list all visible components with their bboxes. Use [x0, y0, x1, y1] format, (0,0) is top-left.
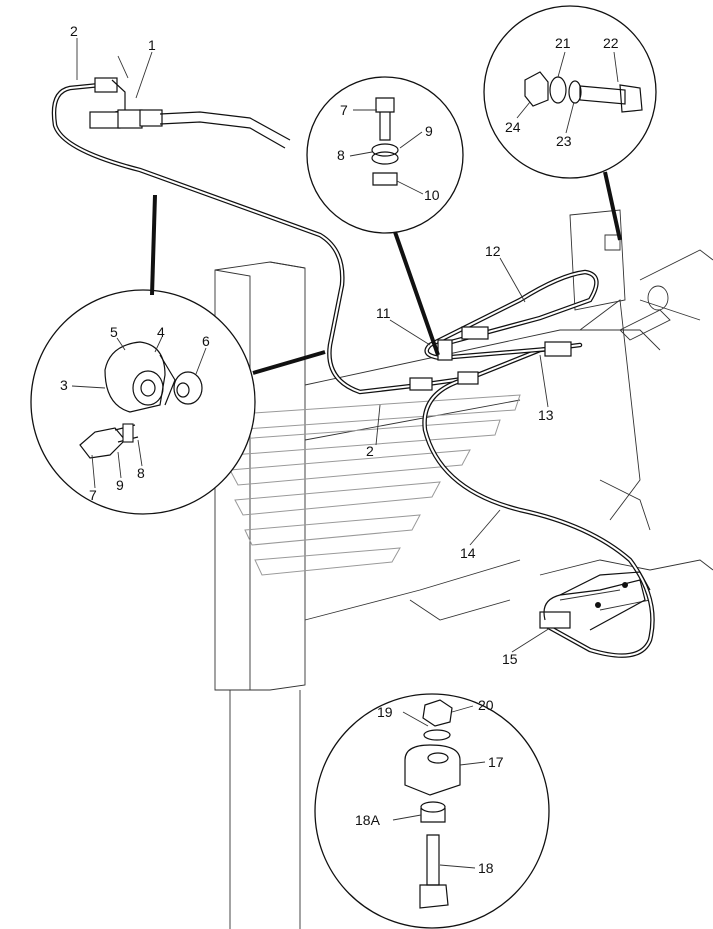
callout-3: 3	[60, 377, 68, 393]
watermark-logo	[224, 394, 521, 576]
callout-14: 14	[460, 545, 476, 561]
callout-18a: 18A	[355, 812, 381, 828]
detail-circle-bolt-top	[306, 76, 464, 356]
callout-8-left: 8	[137, 465, 145, 481]
callout-22: 22	[603, 35, 619, 51]
pipe-assembly-top	[51, 77, 423, 395]
callout-23: 23	[556, 133, 572, 149]
machine-outline	[214, 209, 713, 929]
callout-5: 5	[110, 324, 118, 340]
callout-7-left: 7	[89, 487, 97, 503]
detail-circle-clamp	[30, 194, 326, 515]
callout-18: 18	[478, 860, 494, 876]
hose-assembly	[409, 269, 655, 658]
callout-7-top: 7	[340, 102, 348, 118]
callout-24: 24	[505, 119, 521, 135]
callout-11: 11	[376, 305, 391, 321]
callout-2-middle: 2	[366, 443, 374, 459]
callout-2-top: 2	[70, 23, 78, 39]
callout-9-top: 9	[425, 123, 433, 139]
callout-10: 10	[424, 187, 440, 203]
callout-15: 15	[502, 651, 518, 667]
callout-12: 12	[485, 243, 501, 259]
callout-labels: 2 1 2 3 4 5 6 7 7 8 8 9 9 10 11 12 13 14…	[60, 23, 619, 876]
label-leaders	[71, 38, 619, 869]
callout-17: 17	[488, 754, 504, 770]
callout-6: 6	[202, 333, 210, 349]
callout-19: 19	[377, 704, 393, 720]
callout-20: 20	[478, 697, 494, 713]
callout-9-left: 9	[116, 477, 124, 493]
detail-circle-bolt-right	[483, 5, 657, 241]
callout-21: 21	[555, 35, 571, 51]
callout-13: 13	[538, 407, 554, 423]
callout-8-top: 8	[337, 147, 345, 163]
callout-4: 4	[157, 324, 165, 340]
detail-circle-mount	[314, 693, 550, 929]
callout-1: 1	[148, 37, 156, 53]
